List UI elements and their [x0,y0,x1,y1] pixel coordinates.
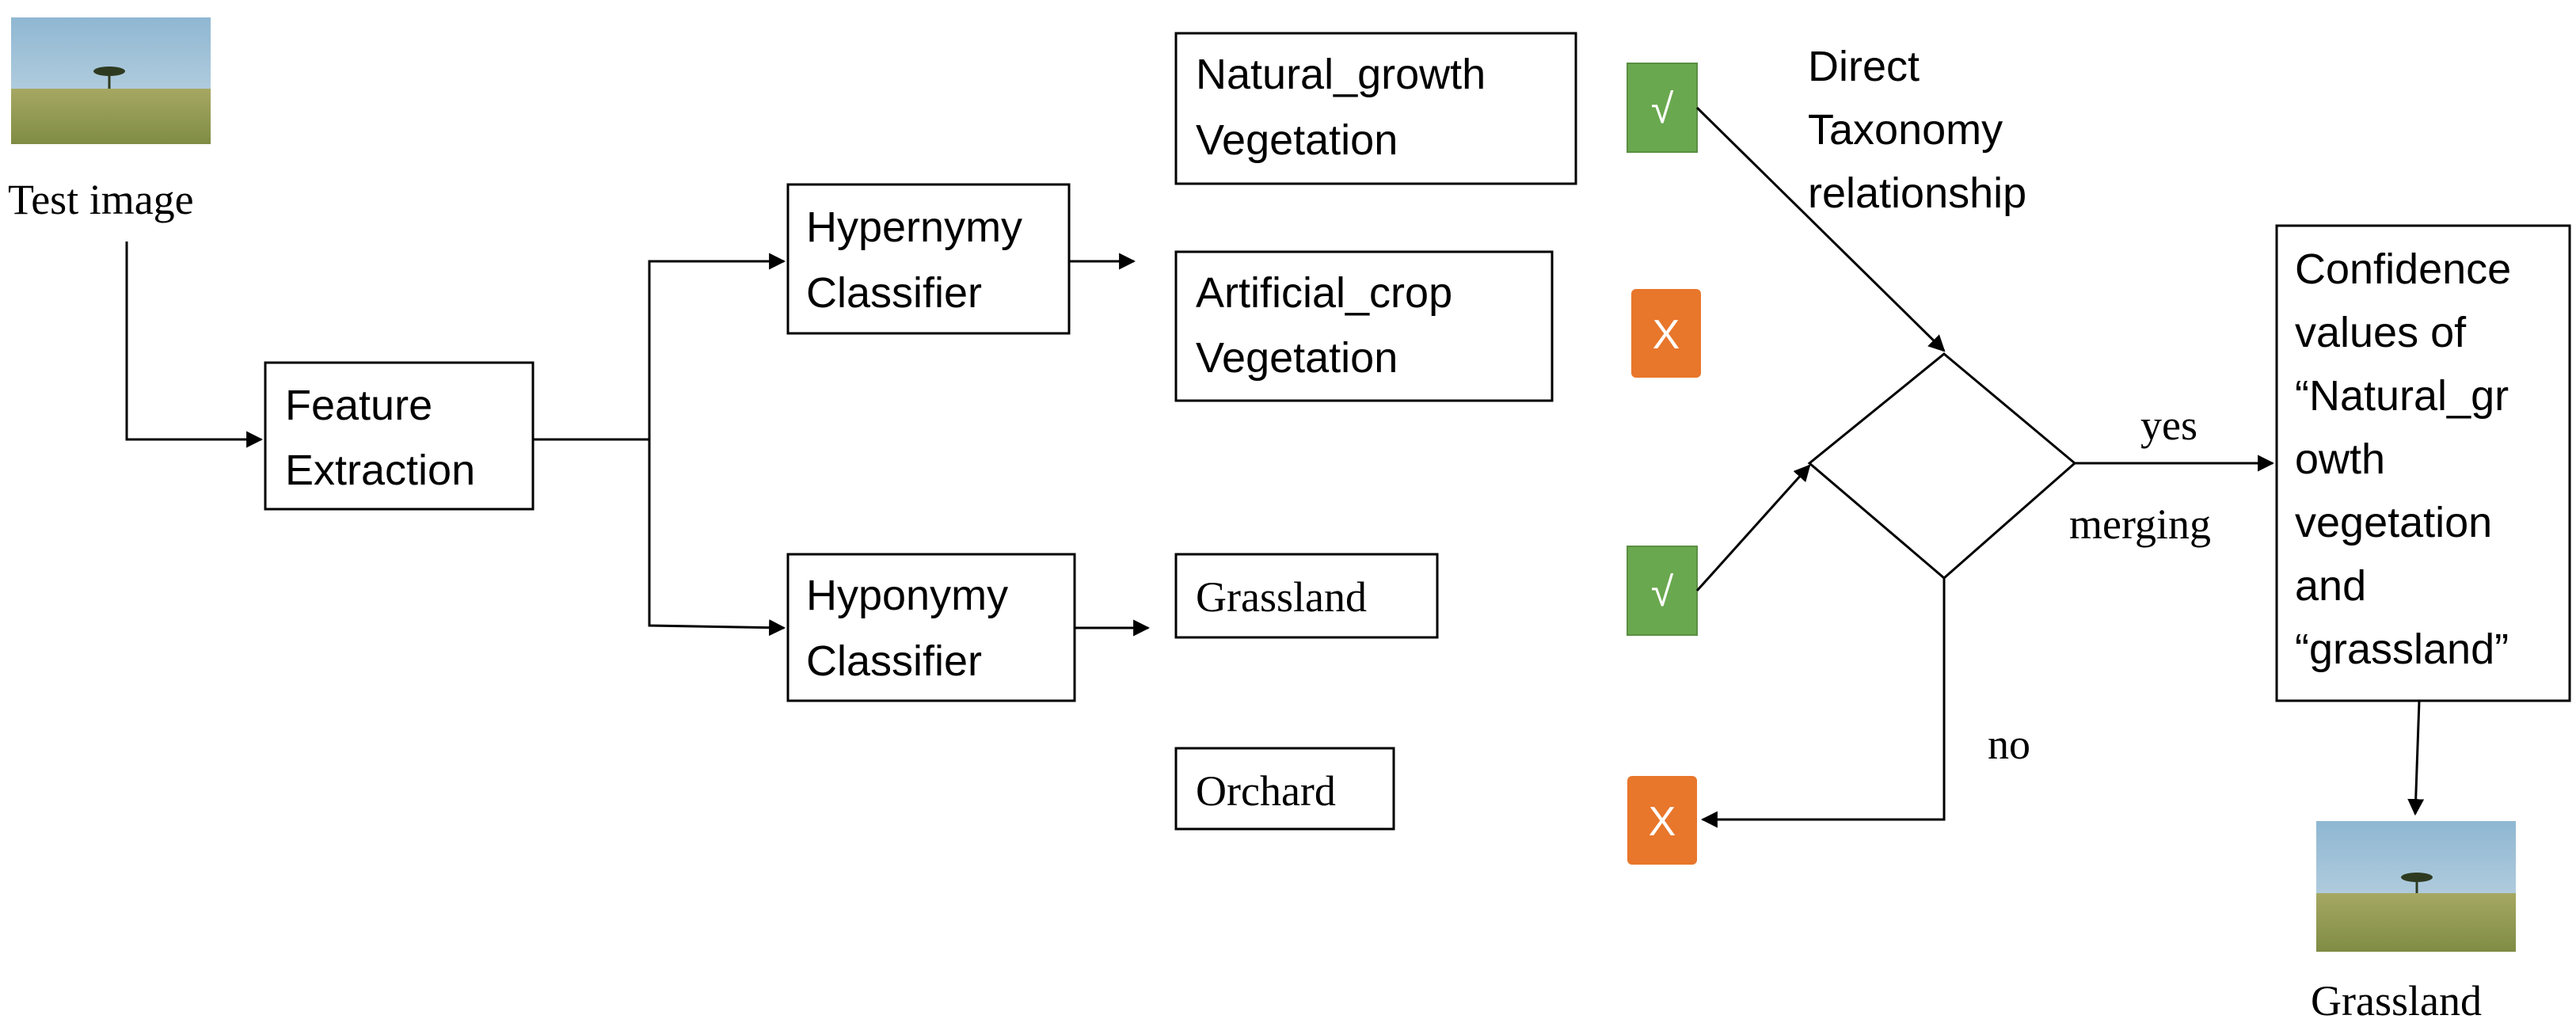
direct-taxonomy-line2: Taxonomy [1808,106,2003,154]
svg-text:“grassland”: “grassland” [2295,626,2509,673]
svg-text:Hypernymy: Hypernymy [806,203,1022,251]
confidence-line2: values of [2295,309,2467,356]
orchard-class-box [1174,747,1395,831]
connector-test-to-feature [125,241,264,448]
connector-to-hypernymy [648,253,786,439]
svg-text:Direct: Direct [1808,43,1920,90]
connector-check1-to-diamond [1695,106,1946,352]
confidence-line6: and [2295,562,2366,610]
confidence-line5: vegetation [2295,499,2492,546]
hypernymy-classifier-box [786,183,1071,335]
svg-text:Vegetation: Vegetation [1196,116,1398,164]
yes-label: yes [2140,401,2197,449]
decision-diamond [1807,352,2077,580]
confidence-line7: “grassland” [2295,626,2509,673]
hyponymy-line1: Hyponymy [806,572,1008,619]
connector-to-hyponymy [648,439,786,637]
artificial-crop-box [1174,250,1554,402]
confidence-values-box [2275,224,2571,702]
test-image-label: Test image [8,176,194,223]
result-image-thumbnail [2316,821,2516,952]
confidence-line3: “Natural_gr [2295,372,2509,420]
svg-text:Natural_growth: Natural_growth [1196,51,1486,98]
svg-text:Taxonomy: Taxonomy [1808,106,2003,154]
grassland-class-label: Grassland [1196,573,1367,621]
natural-growth-box [1174,32,1577,185]
svg-text:owth: owth [2295,435,2385,483]
connector-confidence-to-result [2407,700,2425,816]
test-image-thumbnail [11,17,211,144]
cross-mark-artificial: X [1631,289,1701,378]
direct-taxonomy-line3: relationship [1808,169,2026,217]
svg-text:relationship: relationship [1808,169,2026,217]
confidence-line4: owth [2295,435,2385,483]
svg-text:Confidence: Confidence [2295,245,2511,293]
svg-text:Hyponymy: Hyponymy [806,572,1008,619]
hyponymy-line2: Classifier [806,637,982,685]
natural-growth-line2: Vegetation [1196,116,1398,164]
svg-text:Artificial_crop: Artificial_crop [1196,269,1452,317]
check-icon: √ [1651,569,1674,615]
svg-text:and: and [2295,562,2366,610]
feature-extraction-box [264,361,535,511]
result-label: Grassland [2311,977,2482,1023]
svg-text:Classifier: Classifier [806,269,982,317]
feature-extraction-line1: Feature [285,382,432,429]
hypernymy-line2: Classifier [806,269,982,317]
svg-text:values of: values of [2295,309,2467,356]
confidence-line1: Confidence [2295,245,2511,293]
natural-growth-line1: Natural_growth [1196,51,1486,98]
connector-no [1700,578,1946,828]
check-mark-natural: √ [1627,63,1698,153]
artificial-crop-line2: Vegetation [1196,334,1398,382]
connector-check2-to-diamond [1695,464,1811,592]
svg-text:Feature: Feature [285,382,432,429]
artificial-crop-line1: Artificial_crop [1196,269,1452,317]
direct-taxonomy-line1: Direct [1808,43,1920,90]
svg-text:Vegetation: Vegetation [1196,334,1398,382]
hypernymy-line1: Hypernymy [806,203,1022,251]
grassland-class-box [1174,553,1439,639]
svg-text:“Natural_gr: “Natural_gr [2295,372,2509,420]
check-mark-grassland: √ [1627,546,1698,636]
svg-text:vegetation: vegetation [2295,499,2492,546]
svg-text:Classifier: Classifier [806,637,982,685]
merging-label: merging [2069,500,2211,548]
feature-extraction-line2: Extraction [285,447,475,494]
cross-icon: X [1649,799,1676,845]
svg-text:Extraction: Extraction [285,447,475,494]
cross-mark-result: X [1627,776,1697,865]
check-icon: √ [1651,86,1674,132]
cross-icon: X [1653,312,1680,358]
orchard-class-label: Orchard [1196,767,1336,815]
no-label: no [1988,721,2030,768]
